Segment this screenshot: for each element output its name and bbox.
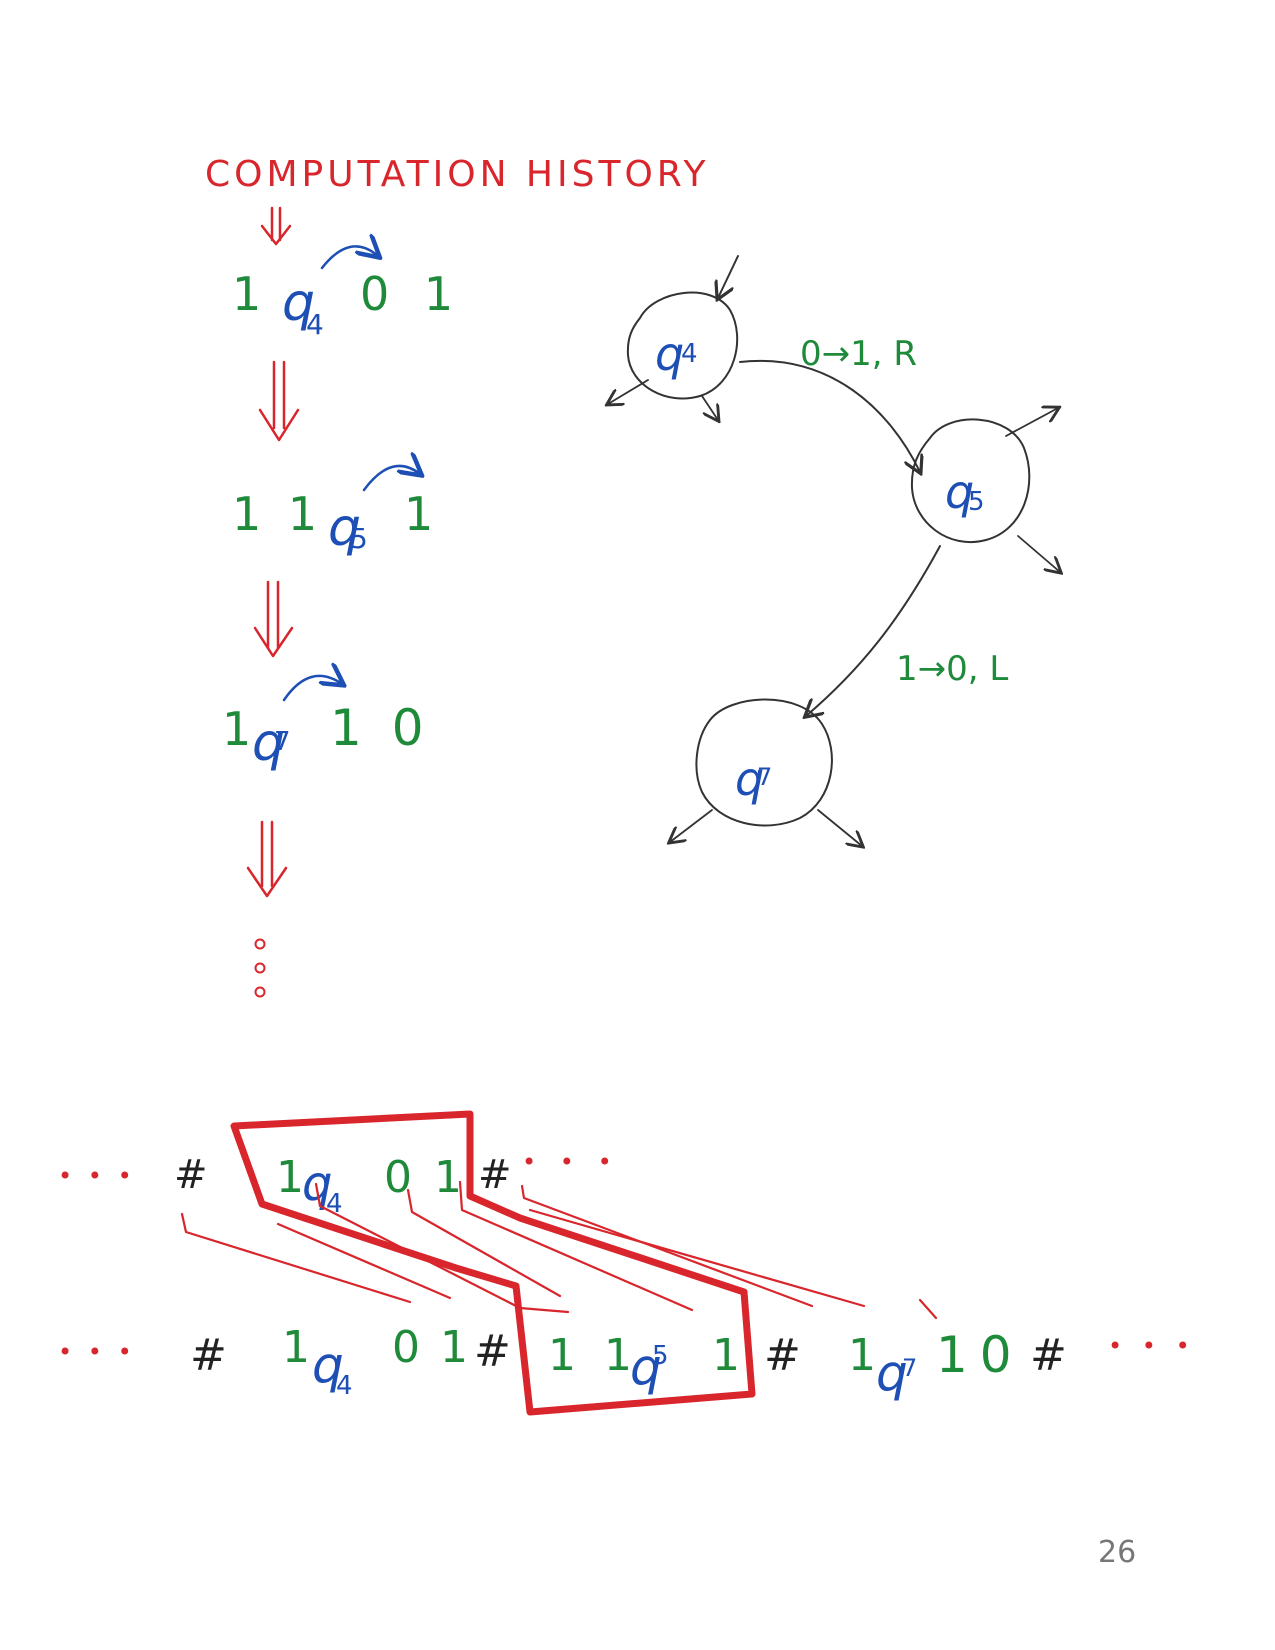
tape-hash: # [190,1330,227,1381]
page-number: 26 [1098,1535,1136,1570]
tape-top: • • • # 1 q 4 0 1 # • • • [58,1148,620,1219]
tape-hash: # [174,1152,208,1198]
tape-before: 1 1 [548,1330,632,1381]
tape-dots: • • • [58,1338,136,1366]
state-label: q [655,327,684,381]
tape-before: 1 [276,1152,304,1203]
head-move-arrow-icon [282,676,342,702]
vertical-ellipsis-icon [254,938,266,998]
down-double-arrow-icon [260,206,292,246]
history-config-2: 1 1 q 5 1 [232,466,433,558]
tape-after: 0 1 [392,1322,468,1373]
history-after: 1 [404,487,433,541]
transition-label: 1→0, L [896,649,1008,689]
state-diagram: q 4 q 5 q 7 0→1, R 1→0, L [608,255,1060,846]
tape-state-sub: 4 [336,1371,353,1401]
tape-before: 1 [282,1322,310,1373]
transition-arrow-q4-q5 [739,359,920,472]
tape-hash: # [764,1330,801,1381]
transition-label: 0→1, R [800,334,917,374]
tape-before: 1 [848,1330,876,1381]
tape-state: q [876,1344,908,1402]
history-before: 1 [232,267,261,321]
state-node-q7 [695,698,833,827]
history-before: 1 1 [232,487,317,541]
tape-bottom: • • • # 1 q 4 0 1 # 1 1 q 5 1 # 1 q 7 1 … [58,1322,1196,1402]
history-state-sub: 4 [306,308,324,341]
state-label: q [945,465,974,519]
tape-after: 1 0 [936,1326,1012,1384]
history-state: q [252,713,285,773]
tape-hash: # [474,1326,511,1377]
history-config-3: 1 q 7 1 0 [222,676,424,773]
state-label-sub: 4 [681,339,698,369]
down-double-arrow-icon [253,580,294,658]
tape-hash: # [1030,1330,1067,1381]
tape-state: q [302,1156,332,1212]
tape-dots: • • • [58,1162,136,1190]
state-node-q4 [626,291,739,400]
head-move-arrow-icon [320,246,378,270]
down-double-arrow-icon [246,820,288,898]
head-move-arrow-icon [362,466,420,492]
state-label-sub: 7 [757,763,772,791]
state-node-q5 [910,418,1031,543]
transition-arrow-q5-q7 [806,545,941,716]
down-double-arrow-icon [258,360,300,442]
start-arrow-icon [718,255,739,298]
state-label: q [735,752,764,806]
state-label-sub: 5 [968,487,985,517]
history-state-sub: 7 [274,727,291,757]
tape-dots: • • • [522,1148,620,1176]
tape-after: 0 1 [384,1152,462,1203]
tape-dots: • • • [1108,1332,1196,1360]
history-state-sub: 5 [350,522,368,555]
tape-state-sub: 7 [902,1354,917,1382]
history-before: 1 [222,702,251,756]
history-after: 1 0 [330,699,424,757]
tape-state: q [630,1338,662,1396]
tape-state-sub: 5 [652,1341,669,1371]
history-after: 0 1 [360,267,453,321]
history-config-1: 1 q 4 0 1 [232,246,453,341]
tape-state: q [312,1336,344,1394]
highlight-window-outline [230,1110,756,1416]
page-title: COMPUTATION HISTORY [205,154,710,195]
history-state: q [328,498,361,558]
tape-after: 1 [712,1330,740,1381]
history-state: q [282,273,315,333]
tape-hash: # [478,1152,512,1198]
